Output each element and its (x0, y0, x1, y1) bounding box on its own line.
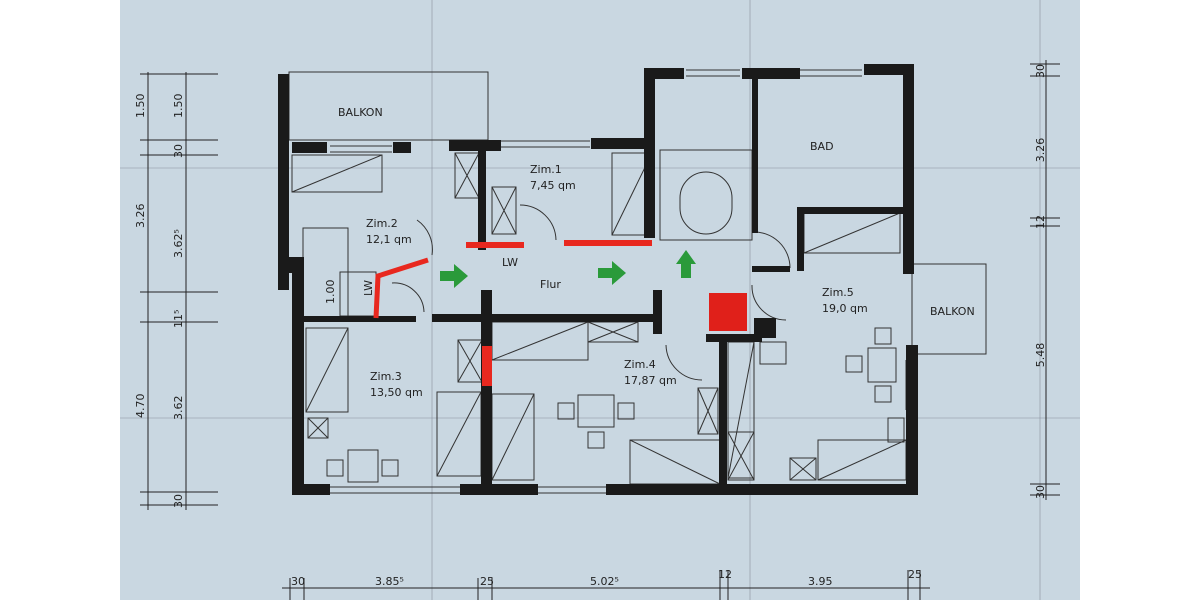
room-label: Zim.2 (366, 217, 398, 230)
niche-dimension: 1.00 (324, 280, 337, 305)
dimension-text: 30 (1034, 485, 1047, 499)
room-area: 19,0 qm (822, 302, 868, 315)
paper-sheet (120, 0, 1080, 600)
wall (292, 142, 327, 153)
dimension-text: 5.48 (1034, 343, 1047, 368)
dimension-text: 3.62⁵ (172, 229, 185, 258)
wall (653, 290, 662, 334)
room-label: Zim.5 (822, 286, 854, 299)
dimension-text: 3.26 (134, 204, 147, 229)
highlighted-walls (466, 240, 652, 386)
dimension-text: 3.85⁵ (375, 575, 404, 588)
dimension-text: 25 (480, 575, 494, 588)
room-label: Flur (540, 278, 561, 291)
dimension-text: 3.95 (808, 575, 833, 588)
wall (864, 64, 910, 75)
wall (797, 207, 905, 214)
wall (752, 266, 790, 272)
dimension-text: 3.26 (1034, 138, 1047, 163)
dimension-text: 1.50 (134, 94, 147, 119)
wall (752, 79, 758, 233)
wall (393, 142, 411, 153)
room-label: BALKON (930, 305, 975, 318)
room-area: 7,45 qm (530, 179, 576, 192)
wall (742, 68, 800, 79)
room-label: Zim.4 (624, 358, 656, 371)
dimension-lines (140, 60, 1060, 600)
dimension-text: 30 (172, 494, 185, 508)
dimension-text: 1.50 (172, 94, 185, 119)
wall (644, 68, 684, 79)
highlighted-wall (482, 346, 492, 386)
wall (292, 263, 304, 493)
dimension-text: 30 (172, 144, 185, 158)
dimension-text: 12 (718, 568, 732, 581)
dimension-text: 30 (1034, 64, 1047, 78)
room-area: 13,50 qm (370, 386, 423, 399)
wall (706, 334, 762, 342)
highlighted-wall (466, 242, 524, 248)
wall (591, 138, 649, 149)
room-area: 17,87 qm (624, 374, 677, 387)
dimension-text: 4.70 (134, 394, 147, 419)
wall (903, 64, 914, 274)
walls (278, 64, 918, 495)
wall (797, 207, 804, 271)
room-label: Zim.3 (370, 370, 402, 383)
wall (286, 257, 304, 273)
dimension-text: 3.62 (172, 396, 185, 421)
arrow-right-icon (440, 264, 468, 288)
red-marker (709, 293, 747, 331)
dimension-text: 11⁵ (172, 310, 185, 328)
dimension-text: 12 (1034, 215, 1047, 229)
room-label: Zim.1 (530, 163, 562, 176)
wall (460, 484, 538, 495)
wall (478, 150, 486, 250)
room-label: BAD (810, 140, 834, 153)
arrows (440, 250, 696, 288)
wall (304, 316, 416, 322)
room-label: BALKON (338, 106, 383, 119)
wall (278, 74, 289, 290)
wall (292, 484, 330, 495)
wall (449, 140, 501, 151)
arrow-up-icon (676, 250, 696, 278)
dimension-text: 25 (908, 568, 922, 581)
dimension-text: 5.02⁵ (590, 575, 619, 588)
room-area: 12,1 qm (366, 233, 412, 246)
lw-label: LW (362, 280, 375, 296)
wall (606, 484, 918, 495)
highlighted-wall (373, 257, 429, 319)
highlighted-wall (564, 240, 652, 246)
wall (906, 345, 918, 490)
arrow-right-icon (598, 261, 626, 285)
wall (719, 334, 727, 486)
wall (754, 318, 776, 338)
dimension-text: 30 (291, 575, 305, 588)
drawing-grid (120, 0, 1080, 600)
wall (644, 68, 655, 238)
lw-label: LW (502, 256, 518, 269)
balcony-right-outline (911, 263, 987, 355)
wall (481, 290, 492, 492)
wall (432, 314, 658, 322)
